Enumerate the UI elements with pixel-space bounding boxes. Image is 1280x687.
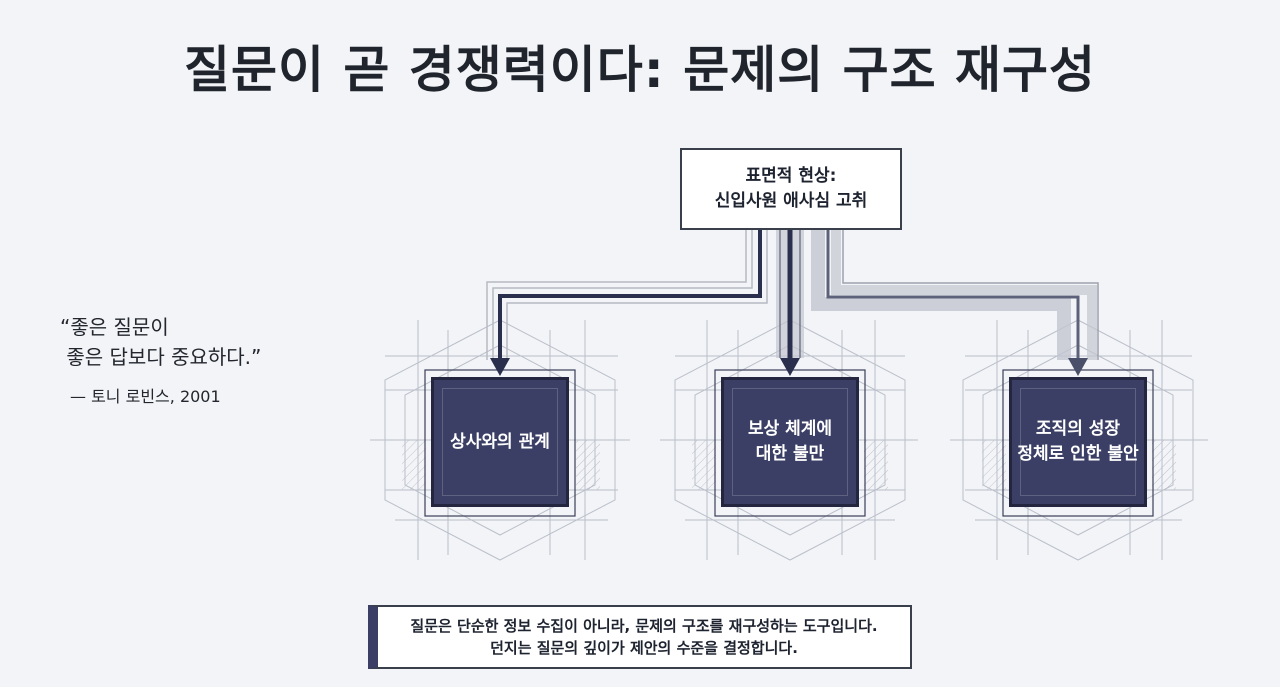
- node-growth-stagnation-anxiety: 조직의 성장 정체로 인한 불안: [1009, 377, 1147, 507]
- arrowhead-right: [1068, 358, 1088, 376]
- root-phenomenon-box: 표면적 현상: 신입사원 애사심 고취: [680, 148, 902, 230]
- arrowhead-left: [490, 358, 510, 376]
- quote-line-2: 좋은 답보다 중요하다.”: [60, 345, 262, 369]
- arrowhead-middle: [780, 358, 800, 376]
- node-boss-relationship: 상사와의 관계: [431, 377, 569, 507]
- hatch-panels: [402, 440, 1176, 490]
- node-label: 조직의 성장 정체로 인한 불안: [1017, 419, 1139, 464]
- quote-block: “좋은 질문이 좋은 답보다 중요하다.” — 토니 로빈스, 2001: [60, 312, 261, 412]
- node-label: 상사와의 관계: [450, 431, 550, 452]
- page-title: 질문이 곧 경쟁력이다: 문제의 구조 재구성: [183, 41, 1097, 99]
- quote-author: — 토니 로빈스, 2001: [70, 387, 221, 406]
- node-compensation-dissatisfaction: 보상 체계에 대한 불만: [721, 377, 859, 507]
- root-title: 표면적 현상:: [745, 166, 837, 186]
- summary-line-2: 던지는 질문의 깊이가 제안의 수준을 결정합니다.: [490, 639, 798, 657]
- summary-line-1: 질문은 단순한 정보 수집이 아니라, 문제의 구조를 재구성하는 도구입니다.: [410, 617, 878, 635]
- quote-line-1: “좋은 질문이: [60, 315, 169, 339]
- node-label: 보상 체계에 대한 불만: [747, 419, 833, 464]
- connector-middle: [776, 230, 804, 358]
- connector-right: [811, 230, 1099, 360]
- connector-left: [486, 230, 768, 360]
- root-subtitle: 신입사원 애사심 고취: [714, 191, 868, 211]
- summary-callout: 질문은 단순한 정보 수집이 아니라, 문제의 구조를 재구성하는 도구입니다.…: [368, 605, 912, 669]
